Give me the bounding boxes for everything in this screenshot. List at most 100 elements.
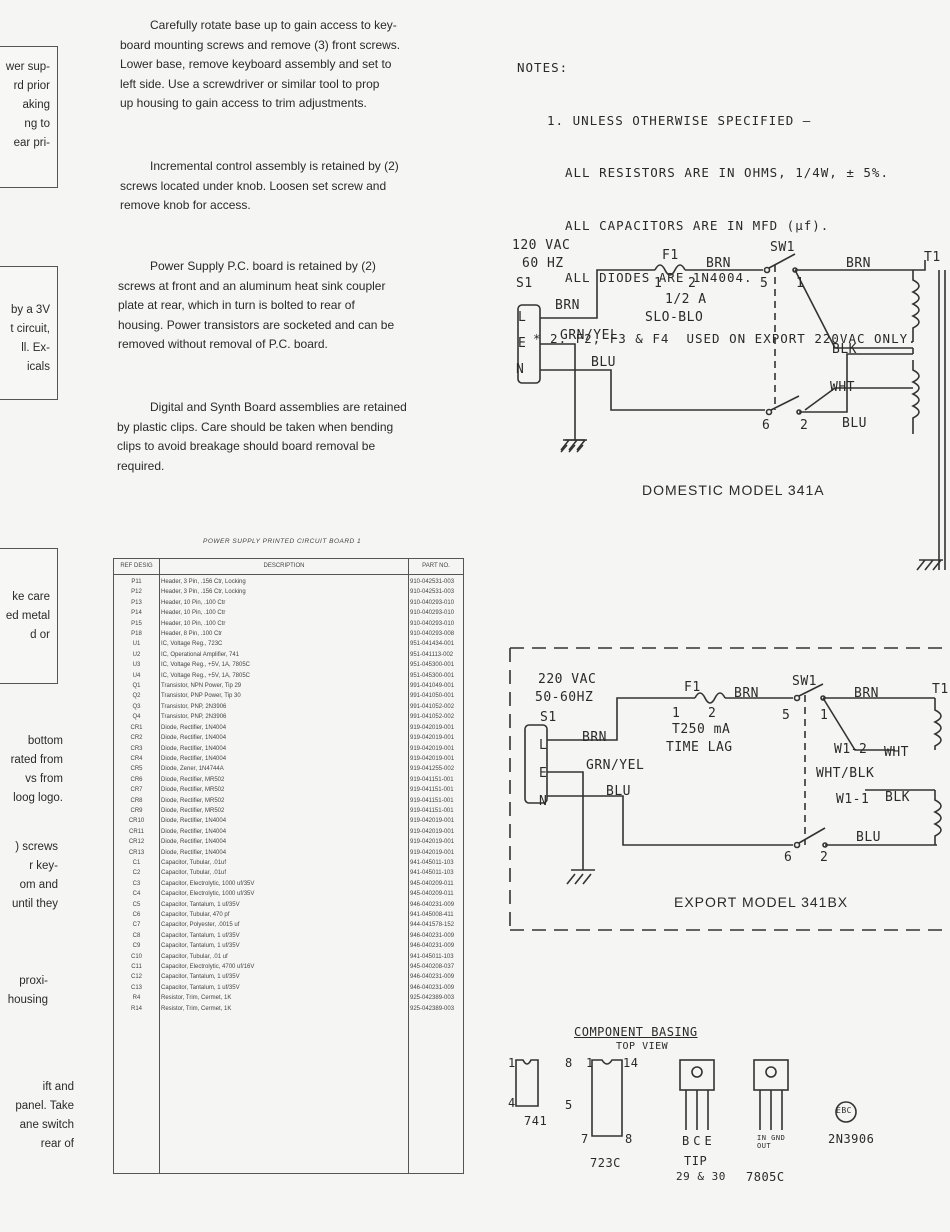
part-no-cell: 951-045300-001 — [410, 662, 455, 669]
part-no-cell: 910-042531-003 — [410, 589, 455, 596]
domestic-wire-brn-2: BRN — [706, 256, 731, 271]
ref-cell: P12 — [131, 589, 142, 596]
text-line: removed without removal of P.C. board. — [118, 337, 328, 351]
text-line: plate at rear, which in turn is bolted t… — [118, 298, 355, 312]
text-line: Power Supply P.C. board is retained by (… — [150, 259, 376, 273]
paragraph-base-access: Carefully rotate base up to gain access … — [120, 16, 400, 114]
ref-cell: P14 — [131, 610, 142, 617]
ic741-pin-5: 5 — [565, 1098, 573, 1112]
description-cell: Capacitor, Electrolytic, 1000 uf/35V — [161, 880, 255, 887]
ref-cell: CR8 — [130, 797, 143, 804]
description-cell: Diode, Rectifier, 1N4004 — [161, 839, 227, 846]
basing-drawings — [515, 1059, 857, 1137]
tip-pins: BCE — [682, 1134, 716, 1148]
text-line: Lower base, remove keyboard assembly and… — [120, 57, 392, 71]
description-cell: Diode, Rectifier, MR502 — [161, 807, 225, 814]
reg-label: 7805C — [746, 1170, 785, 1184]
ref-cell: C3 — [132, 880, 141, 887]
description-cell: IC, Voltage Reg., 723C — [161, 641, 223, 648]
description-cell: Header, 10 Pin, .100 Ctr — [161, 610, 226, 617]
ref-cell: CR4 — [130, 755, 143, 762]
ref-cell: CR10 — [128, 818, 145, 825]
part-no-cell: 991-041050-001 — [410, 693, 455, 700]
description-cell: Resistor, Trim, Cermet, 1K — [161, 995, 232, 1002]
text-line: icals — [26, 361, 50, 373]
description-cell: Diode, Rectifier, 1N4004 — [161, 724, 227, 731]
ref-cell: CR9 — [130, 807, 143, 814]
text-line: screws located under knob. Loosen set sc… — [120, 178, 387, 193]
domestic-E-terminal: E — [518, 336, 527, 351]
text-line: rd prior — [13, 80, 50, 92]
text-line: clips to avoid breakage should board rem… — [117, 439, 376, 453]
export-switch-pin-5: 5 — [782, 708, 791, 723]
part-no-cell: 925-042389-003 — [410, 1005, 455, 1012]
text-line: rear of — [40, 1138, 74, 1150]
part-no-cell: 946-040231-009 — [410, 984, 455, 991]
export-wire-blk: BLK — [885, 790, 910, 805]
part-no-cell: 946-040231-009 — [410, 974, 455, 981]
left-note-box-1 — [0, 46, 58, 188]
export-wire-brn: BRN — [582, 730, 607, 745]
export-schematic — [509, 647, 950, 931]
domestic-wire-blu-2: BLU — [842, 416, 867, 431]
part-no-cell: 919-041255-002 — [410, 766, 455, 773]
description-cell: Diode, Rectifier, MR502 — [161, 776, 225, 783]
part-no-cell: 945-040208-037 — [410, 964, 455, 971]
ref-cell: U1 — [132, 641, 141, 648]
trans-label: 2N3906 — [828, 1132, 875, 1146]
description-cell: Transistor, PNP, 2N3906 — [161, 714, 227, 721]
ref-cell: CR11 — [129, 828, 144, 835]
description-cell: Capacitor, Electrolytic, 4700 uf/16V — [161, 964, 255, 971]
part-no-cell: 951-045300-001 — [410, 672, 455, 679]
ref-cell: P13 — [131, 599, 142, 606]
text-line: ane switch — [19, 1119, 74, 1131]
text-line: remove knob for access. — [120, 198, 251, 212]
text-line: up housing to gain access to trim adjust… — [120, 96, 367, 110]
text-line: ) screws — [15, 841, 58, 853]
part-no-cell: 919-042019-001 — [410, 745, 455, 752]
export-wire-brn-3: BRN — [854, 686, 879, 701]
export-wire-brn-2: BRN — [734, 686, 759, 701]
description-cell: IC, Operational Amplifier, 741 — [161, 651, 240, 658]
text-line: Incremental control assembly is retained… — [150, 159, 399, 173]
domestic-switch-label: SW1 — [770, 240, 795, 255]
domestic-caption: DOMESTIC MODEL 341A — [642, 482, 825, 498]
ref-cell: R14 — [130, 1005, 142, 1012]
domestic-wire-blk: BLK — [832, 342, 857, 357]
ref-cell: CR12 — [128, 839, 145, 846]
domestic-wire-blu: BLU — [591, 355, 616, 370]
export-t1-label: T1 — [932, 682, 949, 697]
ref-cell: Q2 — [132, 693, 141, 700]
tip-label: TIP — [684, 1154, 708, 1168]
note-line-1: 1. UNLESS OTHERWISE SPECIFIED — — [547, 112, 812, 128]
paragraph-digital-synth-boards: Digital and Synth Board assemblies are r… — [117, 398, 407, 476]
domestic-switch-pin-1: 1 — [796, 276, 805, 291]
domestic-fuse-rating: 1/2 A — [665, 292, 707, 307]
domestic-wire-grn-yel: GRN/YEL — [560, 328, 619, 343]
domestic-wire-brn-3: BRN — [846, 256, 871, 271]
header-description: DESCRIPTION — [160, 559, 409, 574]
part-no-cell: 941-045011-103 — [410, 870, 454, 877]
ref-cell: C12 — [130, 974, 142, 981]
ref-cell: CR5 — [130, 766, 143, 773]
